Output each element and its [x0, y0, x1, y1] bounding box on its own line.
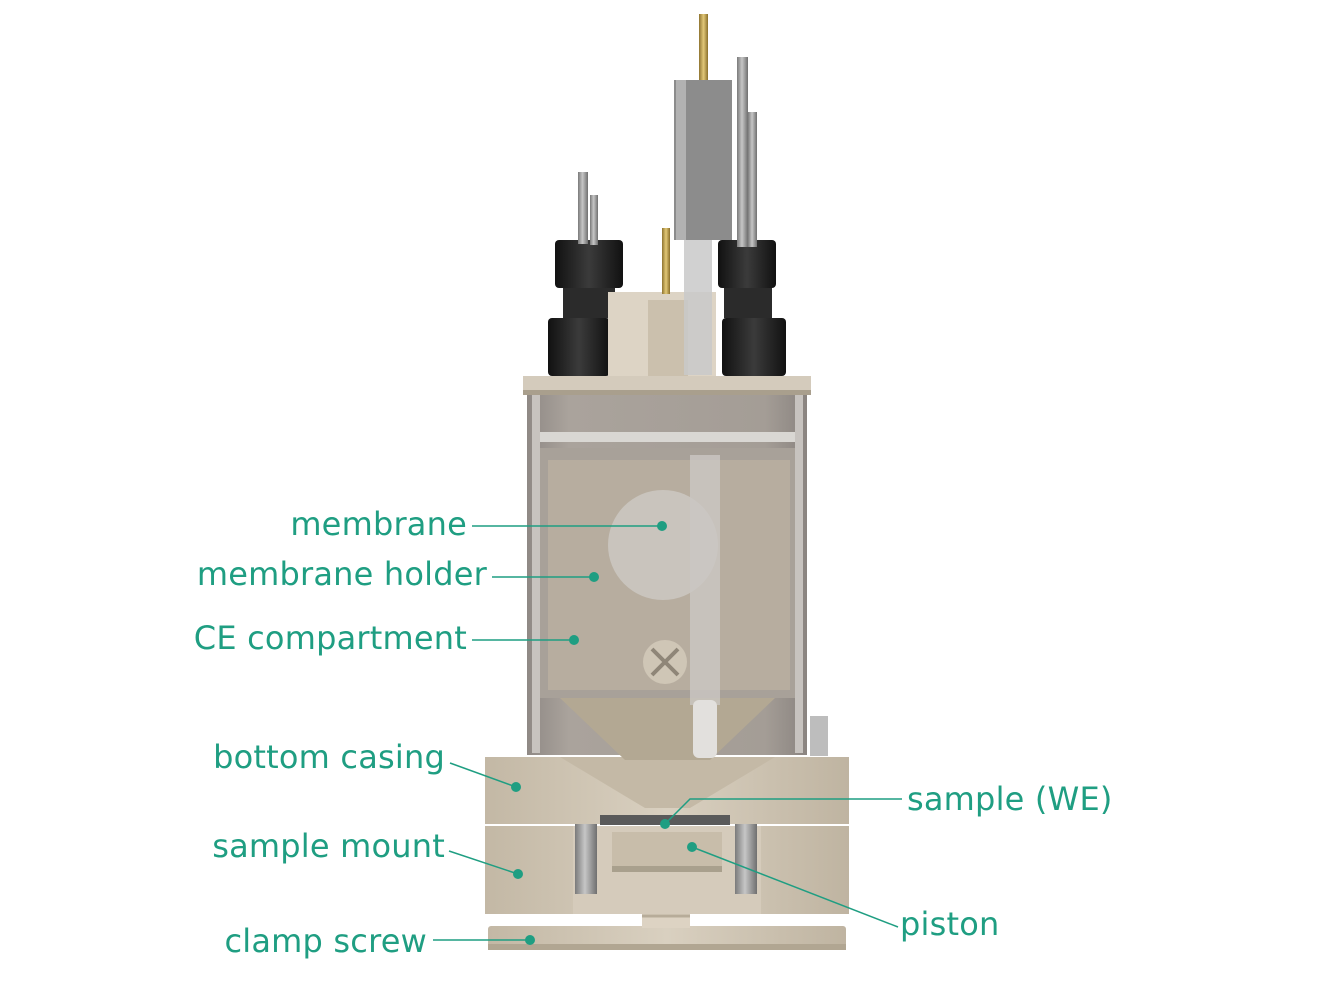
label-sample-we: sample (WE) [907, 780, 1113, 818]
leader-lines [433, 525, 902, 941]
glass-compartment [527, 390, 807, 760]
top-lid [523, 376, 811, 395]
black-fittings [548, 240, 786, 376]
sample-mount-part [485, 820, 849, 914]
bottom-casing-part [485, 757, 849, 825]
label-clamp-screw: clamp screw [224, 922, 427, 960]
label-ce-compartment: CE compartment [193, 619, 467, 657]
electrode-rods [578, 57, 757, 247]
clamp-screw-part [488, 926, 846, 950]
label-bottom-casing: bottom casing [213, 738, 445, 776]
label-membrane-holder: membrane holder [196, 555, 487, 593]
leader-dots [511, 521, 697, 945]
label-piston: piston [900, 905, 1000, 943]
side-clip [810, 716, 828, 756]
label-membrane: membrane [290, 505, 467, 543]
reference-electrode [662, 14, 732, 375]
label-sample-mount: sample mount [212, 827, 445, 865]
